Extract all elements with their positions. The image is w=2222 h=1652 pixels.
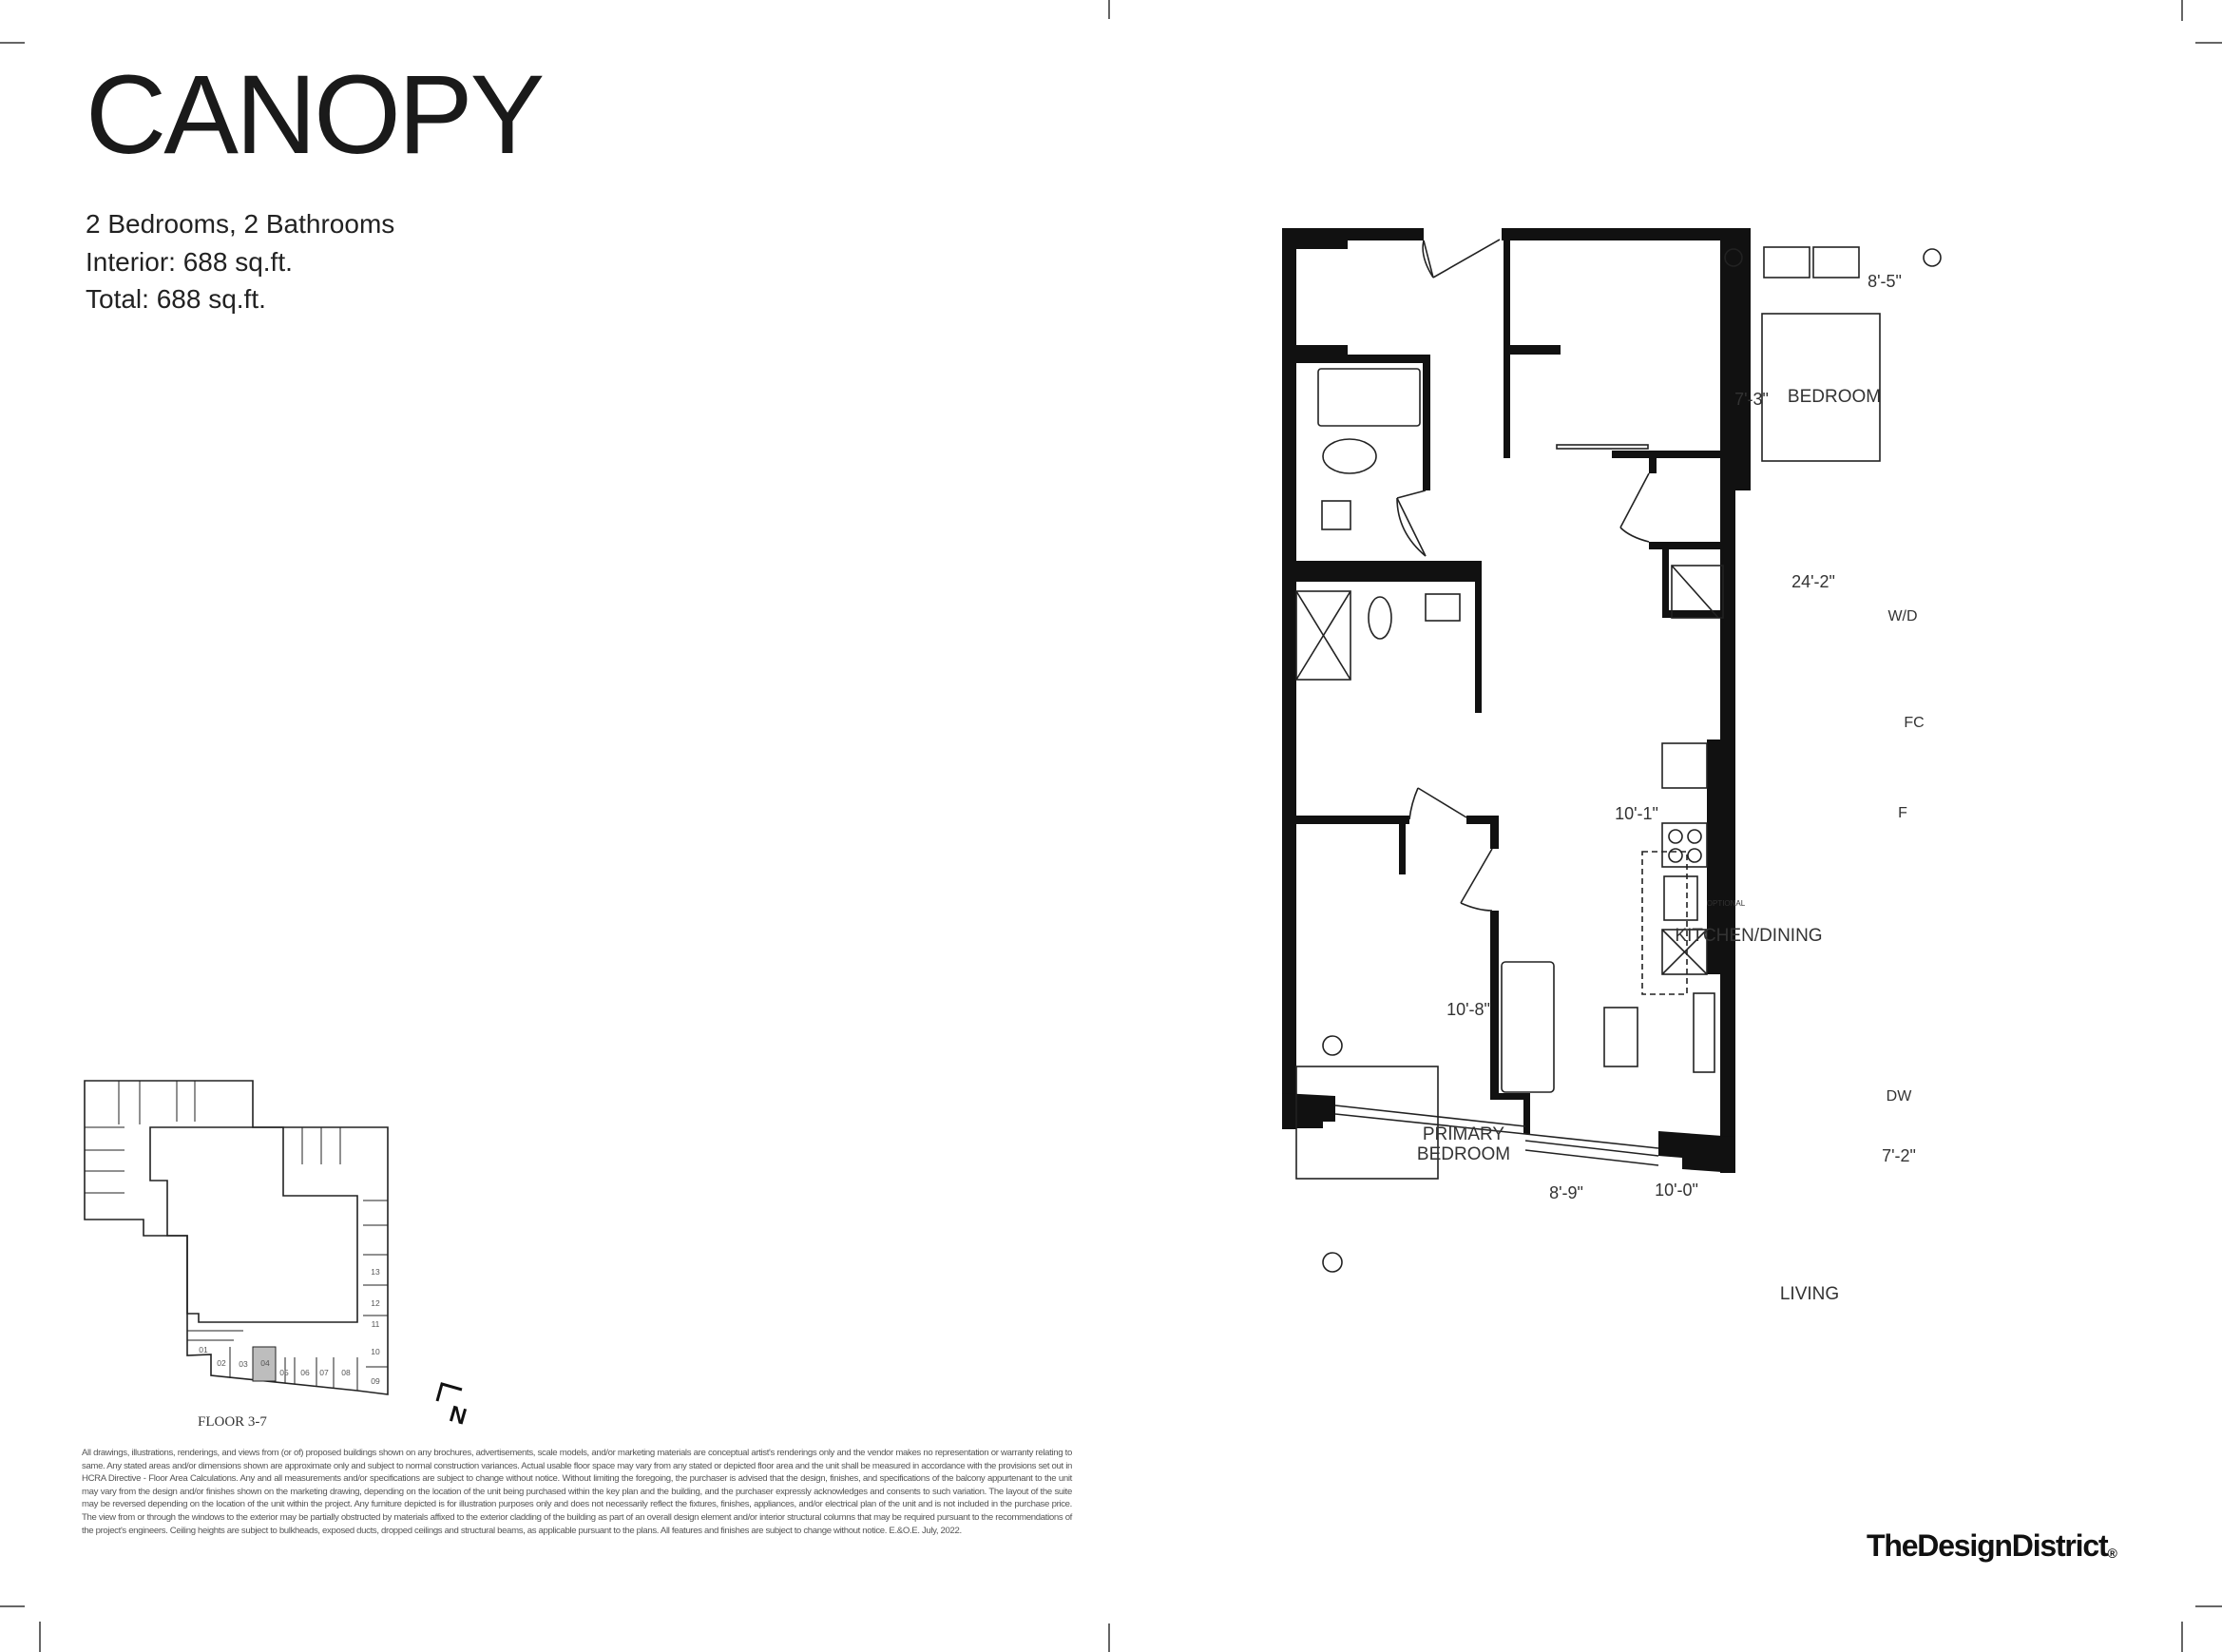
dim-living-length: 10'-0": [1655, 1181, 1698, 1200]
walls: [1282, 228, 1751, 1173]
bathtub-icon: [1317, 368, 1421, 427]
floor-label: FLOOR 3-7: [198, 1414, 267, 1430]
unit-label: 12: [371, 1298, 380, 1308]
interior-area: Interior: 688 sq.ft.: [86, 247, 293, 277]
room-label-bedroom: BEDROOM: [1788, 387, 1881, 407]
doors-and-windows: [1334, 239, 1659, 1166]
unit-label: 13: [371, 1267, 380, 1277]
brand-name: TheDesignDistrict: [1867, 1528, 2109, 1563]
optional-label: OPTIONAL: [1707, 899, 1746, 908]
suite-name-title: CANOPY: [86, 52, 545, 178]
fridge-label: F: [1898, 805, 1907, 821]
unit-label: 06: [300, 1368, 310, 1377]
registered-mark: ®: [2107, 1546, 2117, 1561]
dim-primary-width: 8'-9": [1549, 1183, 1583, 1202]
toilet-icon: [1322, 438, 1377, 474]
fan-coil-label: FC: [1904, 715, 1924, 731]
unit-label: 10: [371, 1347, 380, 1356]
total-area: Total: 688 sq.ft.: [86, 284, 266, 314]
washer-dryer-label: W/D: [1887, 608, 1917, 624]
dim-bedroom-width: 8'-5": [1868, 272, 1902, 291]
brand-logo: TheDesignDistrict®: [1867, 1528, 2117, 1564]
sink-icon: [1425, 593, 1461, 622]
unit-label: 05: [279, 1368, 289, 1377]
dim-total-length: 24'-2": [1791, 572, 1835, 591]
unit-label: 11: [372, 1319, 380, 1329]
room-label-primary: PRIMARY: [1423, 1124, 1505, 1144]
sink-icon: [1321, 500, 1351, 530]
room-label-primary-bedroom: BEDROOM: [1417, 1144, 1510, 1164]
unit-label: 02: [217, 1358, 226, 1368]
bedrooms-bathrooms: 2 Bedrooms, 2 Bathrooms: [86, 209, 395, 239]
dim-primary-length: 10'-8": [1446, 1000, 1490, 1019]
unit-label: 07: [319, 1368, 329, 1377]
coffee-table-icon: [1603, 1007, 1638, 1067]
dining-table-icon: [1641, 851, 1688, 995]
shower-icon: [1295, 590, 1351, 681]
dim-kitchen: 10'-1": [1615, 804, 1658, 823]
unit-label: 09: [371, 1376, 380, 1386]
dim-living-width: 7'-2": [1882, 1146, 1916, 1165]
toilet-icon: [1368, 596, 1392, 640]
selected-unit-highlight: [252, 1346, 277, 1382]
unit-label: 08: [341, 1368, 351, 1377]
unit-label-selected: 04: [260, 1358, 270, 1368]
room-label-living: LIVING: [1780, 1284, 1839, 1304]
north-label: N: [447, 1400, 469, 1430]
north-arrow-icon: N: [435, 1382, 469, 1430]
sofa-icon: [1501, 961, 1555, 1093]
primary-bed-icon: [1295, 1066, 1439, 1180]
room-label-kitchen-dining: KITCHEN/DINING: [1675, 926, 1822, 946]
dishwasher-label: DW: [1887, 1088, 1913, 1105]
fixtures-furniture: [1295, 246, 1942, 1273]
legal-disclaimer: All drawings, illustrations, renderings,…: [82, 1448, 1072, 1536]
unit-label: 01: [199, 1345, 208, 1354]
unit-label: 03: [239, 1359, 248, 1369]
dim-bedroom-depth: 7'-3": [1734, 390, 1769, 409]
key-plan: 01 02 03 04 05 06 07 08 09 10 11 12 13 F…: [84, 1080, 469, 1430]
bed-icon: [1761, 313, 1881, 462]
